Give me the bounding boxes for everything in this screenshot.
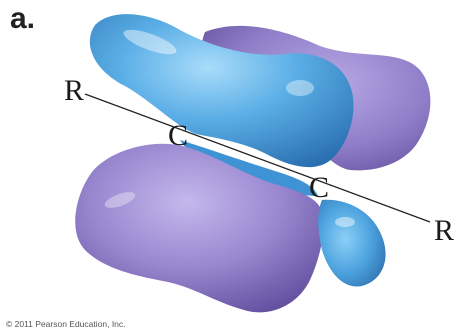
- atom-label-c-left: C: [168, 121, 188, 151]
- highlight-upper-right: [286, 80, 314, 96]
- atom-label-r-right: R: [434, 216, 454, 246]
- atom-label-r-left: R: [64, 76, 84, 106]
- copyright-notice: © 2011 Pearson Education, Inc.: [6, 319, 126, 329]
- atom-label-c-right: C: [309, 173, 329, 203]
- panel-label: a.: [10, 2, 35, 36]
- highlight-lower-blue: [335, 217, 355, 227]
- blue-lobe-lower: [318, 200, 385, 287]
